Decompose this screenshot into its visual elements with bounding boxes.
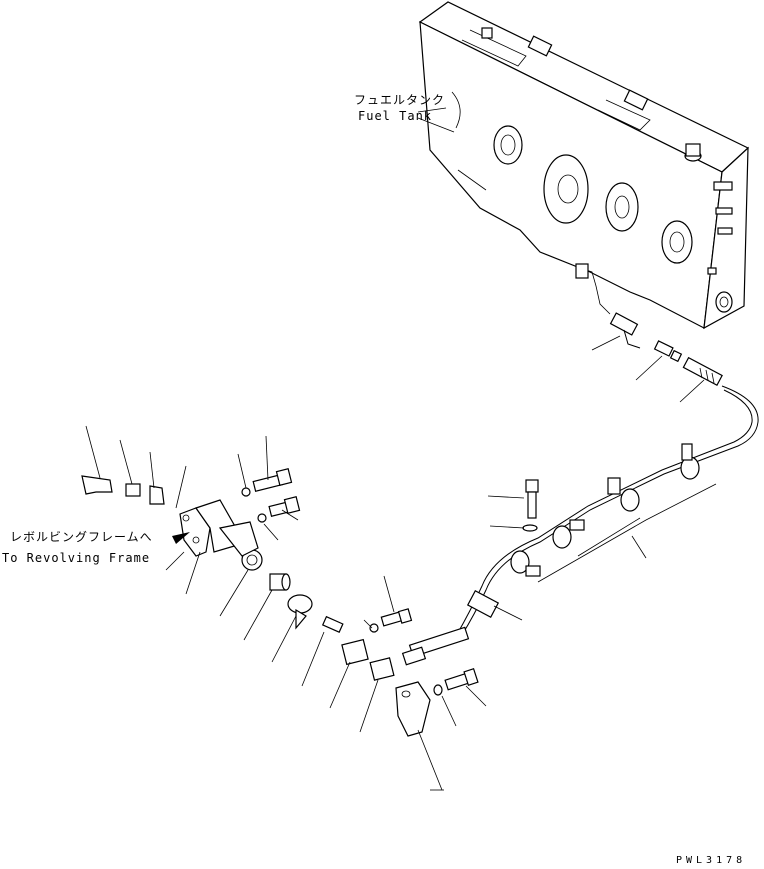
drain-valve: [609, 312, 641, 349]
hose-clamp-3: [552, 519, 585, 549]
bracket-bolt-1: [241, 468, 293, 497]
fuel-tank-label-jp: フュエルタンク: [354, 93, 446, 107]
nipple: [321, 615, 344, 634]
hose-clamp-2: [607, 477, 640, 512]
mounting-bracket: [179, 499, 259, 557]
leader-lines: [85, 107, 705, 791]
adapter-fitting: [653, 340, 683, 363]
bracket-plate: [149, 485, 165, 505]
elbow-fitting: [269, 573, 291, 591]
hose-clamp-ring: [241, 549, 263, 571]
hose-clamp-1: [680, 443, 700, 480]
clamp-bolt: [522, 479, 539, 532]
fuel-hose: [455, 385, 759, 639]
revolving-frame-label-jp: レボルビングフレームへ: [10, 530, 153, 544]
hose-clamp-4: [510, 550, 541, 577]
bottom-bracket: [395, 681, 431, 737]
hose-adapter: [401, 626, 470, 666]
drain-cock: [287, 594, 313, 630]
hose-end-fitting: [682, 356, 723, 387]
bottom-bolt: [433, 668, 479, 696]
fuel-tank-label-en: Fuel Tank: [358, 109, 433, 123]
drawing-code: PWL3178: [676, 855, 747, 866]
fuel-tank: [418, 1, 750, 330]
revolving-frame-arrow: [172, 532, 190, 544]
hose-elbow: [466, 590, 500, 618]
bracket-bolt-2: [257, 496, 301, 523]
block-bolt: [369, 608, 413, 633]
revolving-frame-label-en: To Revolving Frame: [2, 551, 151, 565]
lever-handle: [81, 475, 141, 497]
connector-block: [341, 638, 395, 681]
